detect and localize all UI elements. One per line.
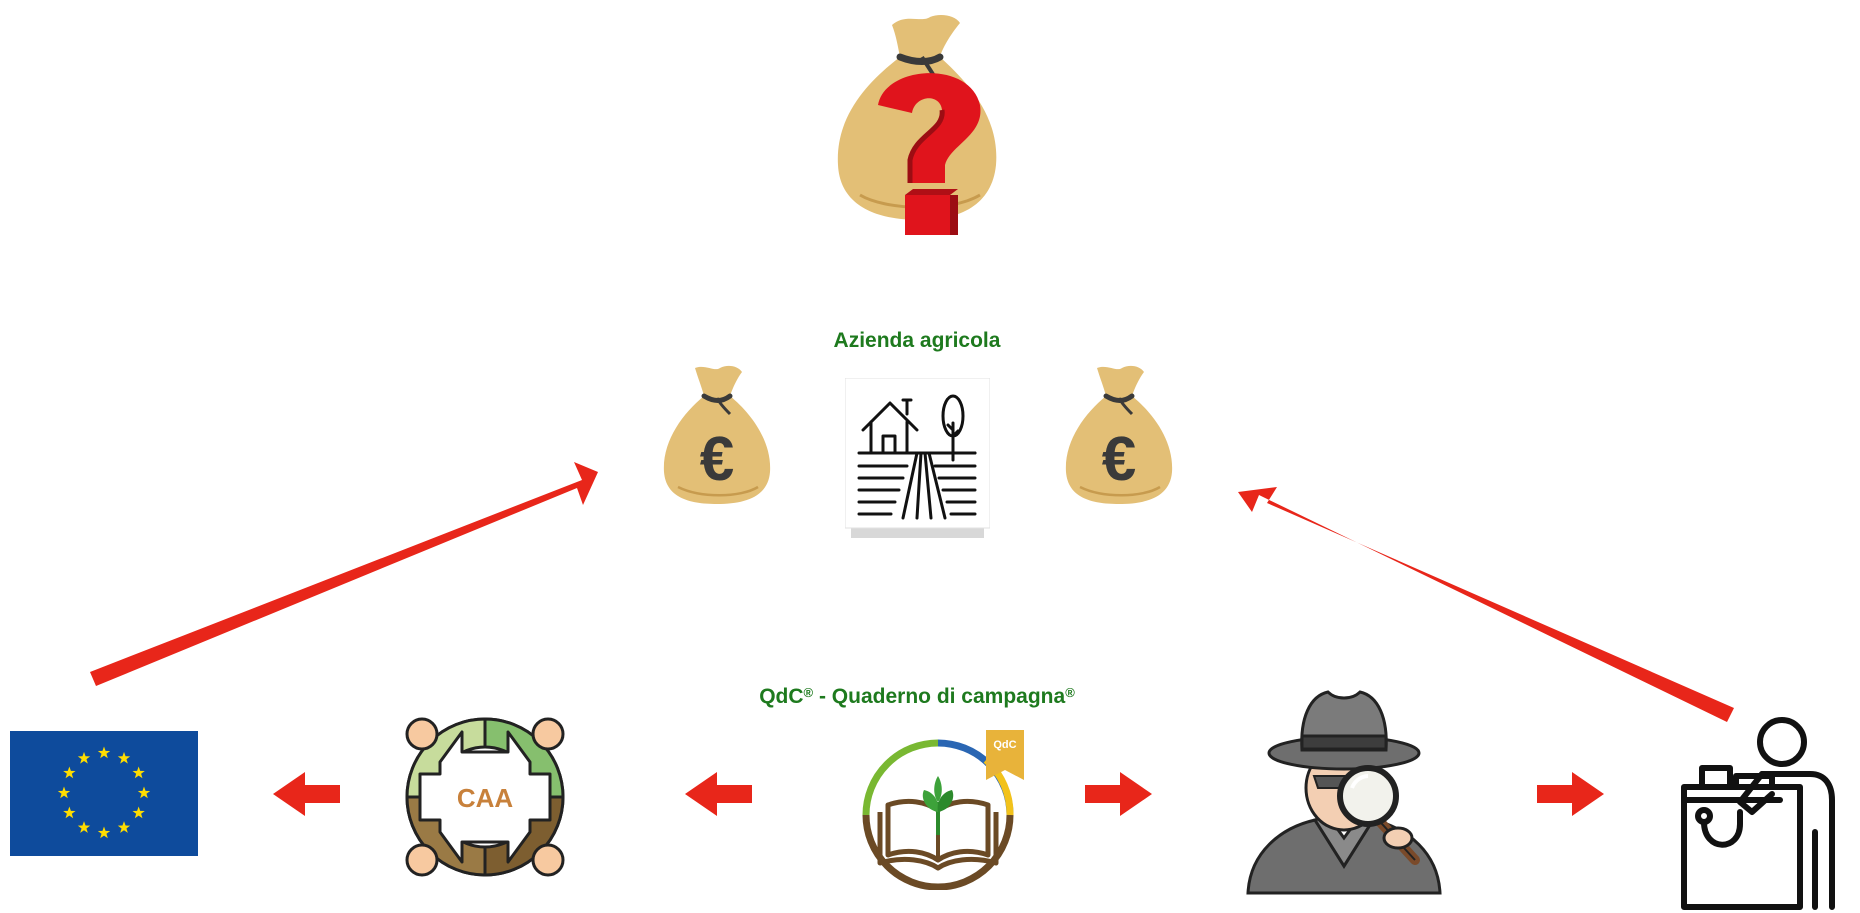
eu-star <box>97 746 111 759</box>
eu-star <box>132 806 145 819</box>
arrow-caa-to-eu <box>273 772 340 816</box>
eu-star <box>63 806 76 819</box>
eu-star <box>57 786 71 799</box>
eu-star <box>137 786 151 799</box>
qdc-label-part2: - Quaderno di campagna <box>813 685 1066 708</box>
qdc-label-reg2: ® <box>1065 685 1075 700</box>
eu-star <box>63 766 76 779</box>
arrow-qdc-to-caa <box>685 772 752 816</box>
eu-star <box>132 766 145 779</box>
eu-star <box>97 826 111 839</box>
azienda-label: Azienda agricola <box>833 329 1001 352</box>
money-bag-question-icon <box>830 5 1010 280</box>
qdc-label-part1: QdC <box>759 685 804 708</box>
eu-star <box>117 821 131 833</box>
qdc-label-reg1: ® <box>803 685 814 700</box>
money-bag-euro-left-icon: € <box>660 362 775 507</box>
eu-star <box>117 751 131 764</box>
arrow-inspector-to-operator <box>1537 772 1604 816</box>
euro-symbol-left: € <box>700 425 734 494</box>
euro-symbol-right: € <box>1102 425 1136 494</box>
caa-circle-icon: CAA <box>400 712 570 882</box>
arrow-operator-to-bag <box>1238 487 1734 722</box>
money-bag-euro-right-icon: € <box>1062 362 1177 507</box>
eu-star <box>77 821 91 833</box>
arrow-qdc-to-inspector <box>1085 772 1152 816</box>
qdc-badge-text: QdC <box>993 739 1016 751</box>
farm-icon <box>845 378 990 540</box>
inspector-detective-icon <box>1240 688 1448 898</box>
eu-flag-icon <box>10 731 198 856</box>
arrow-eu-to-bag <box>90 462 598 686</box>
caa-text: CAA <box>457 783 514 813</box>
qdc-label: QdC® - Quaderno di campagna® <box>759 685 1075 709</box>
operator-desk-icon <box>1680 712 1858 912</box>
eu-star <box>77 751 91 764</box>
qdc-book-icon: QdC <box>846 730 1031 890</box>
